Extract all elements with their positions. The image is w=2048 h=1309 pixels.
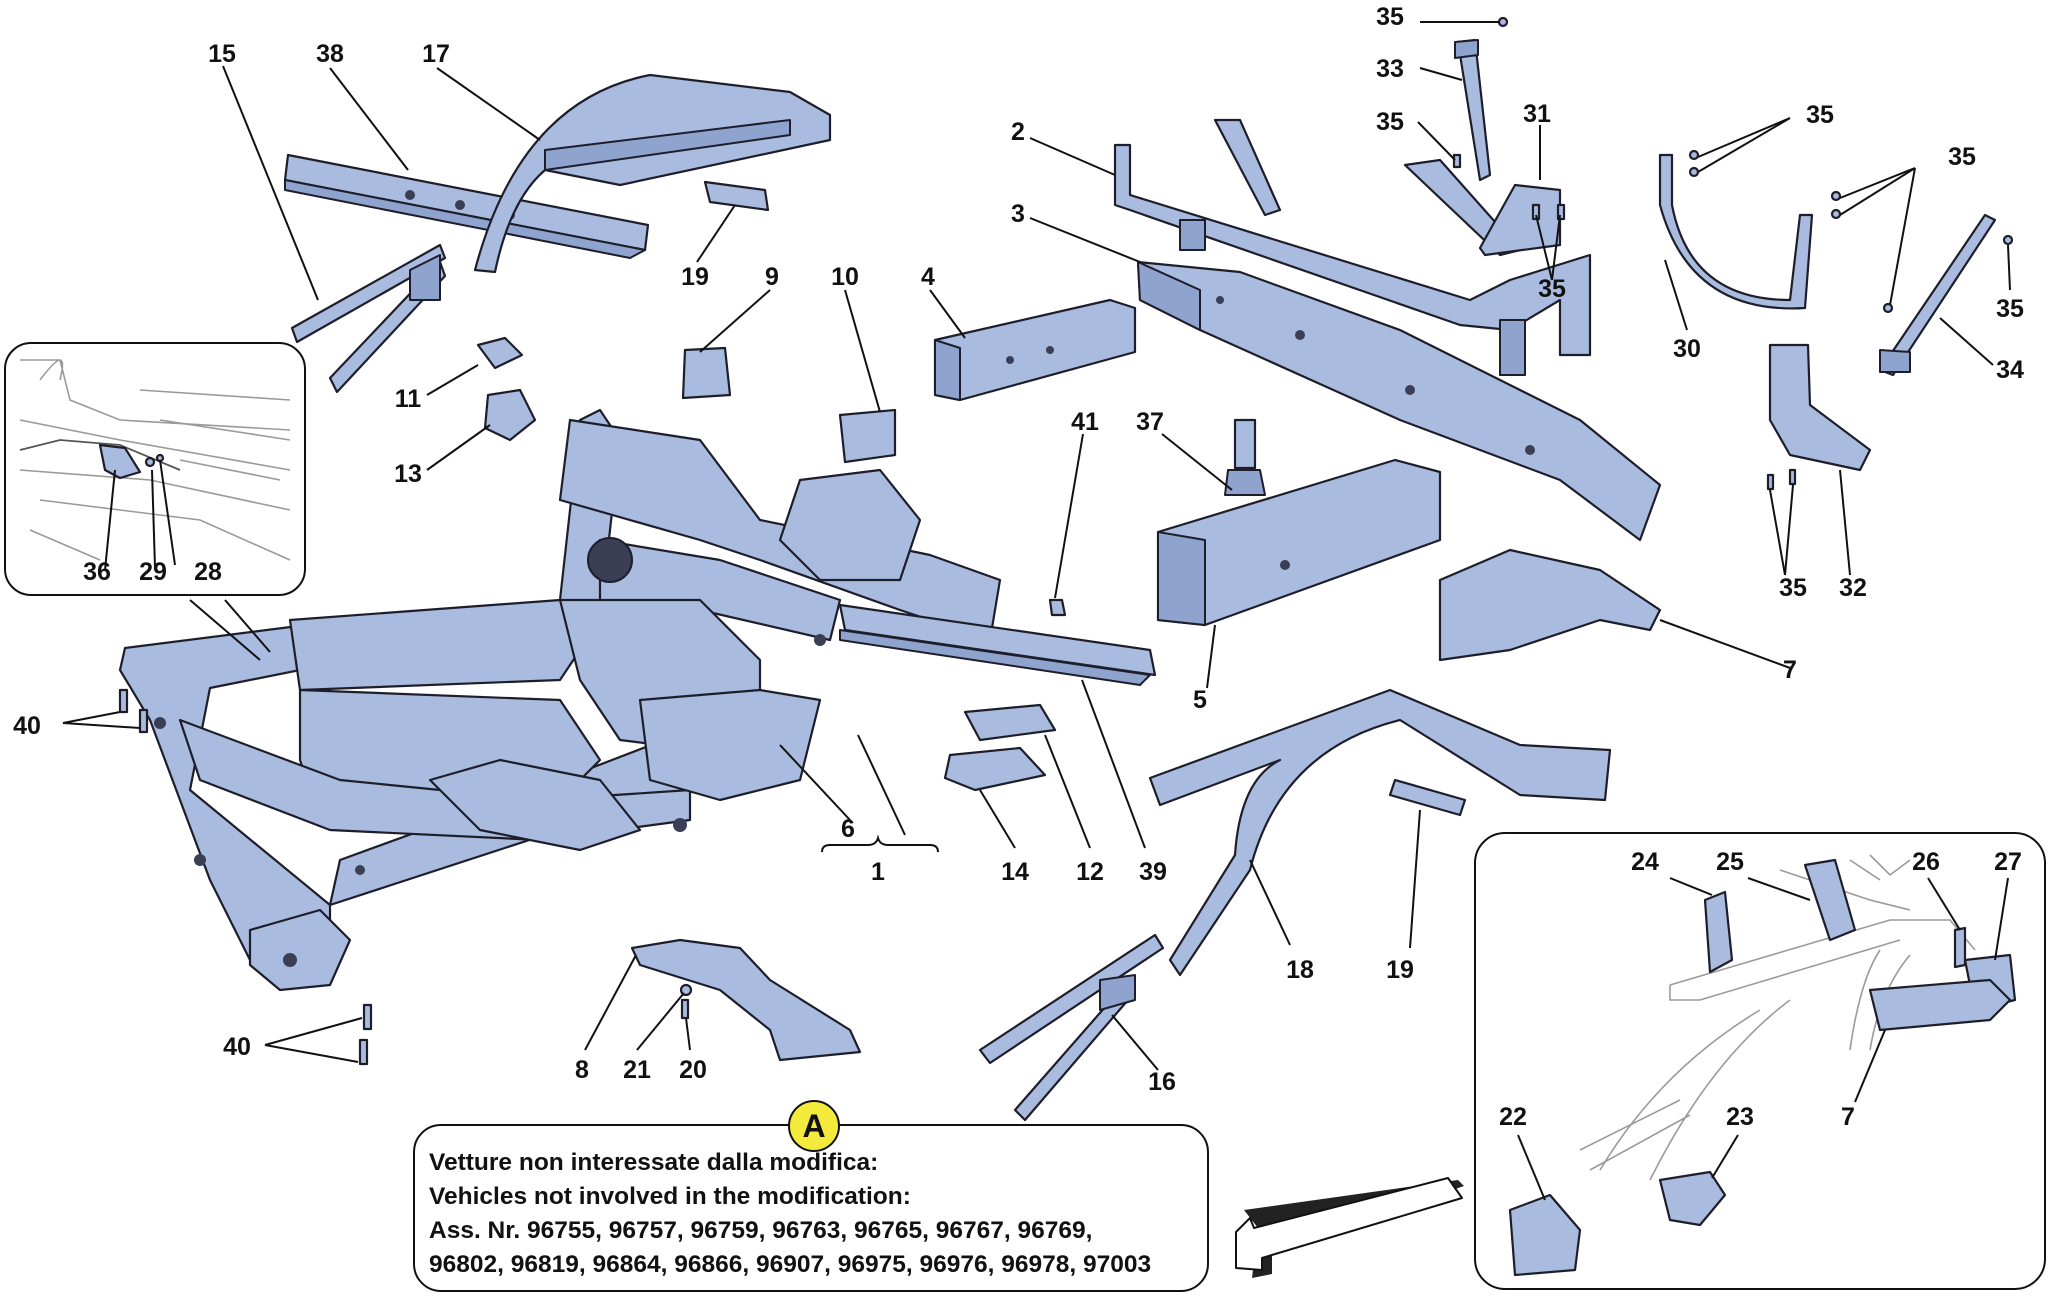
part-7-wedge-bracket (1438, 548, 1662, 662)
callout-22: 22 (1499, 1103, 1527, 1131)
callout-35-d: 35 (1806, 101, 1834, 129)
callout-35-f: 35 (1996, 295, 2024, 323)
callout-33: 33 (1376, 55, 1404, 83)
part-12-plate (963, 703, 1057, 742)
callout-8: 8 (575, 1056, 589, 1084)
part-30-loop-bracket (1658, 153, 1814, 310)
callout-38: 38 (316, 40, 344, 68)
callout-15: 15 (208, 40, 236, 68)
callout-40-lower: 40 (223, 1033, 251, 1061)
modification-note: Vetture non interessate dalla modifica: … (413, 1124, 1209, 1292)
part-37-fitting (1224, 418, 1266, 496)
part-20-21-fasteners (679, 983, 693, 1020)
inset-left-detail (4, 342, 306, 596)
callout-17: 17 (422, 40, 450, 68)
part-33-rod (1454, 38, 1492, 182)
note-assembly-numbers-2: 96802, 96819, 96864, 96866, 96907, 96975… (429, 1251, 1152, 1278)
leader-lines (62, 21, 2011, 1201)
variant-badge: A (788, 1100, 840, 1152)
note-line-italian: Vetture non interessate dalla modifica: (429, 1149, 879, 1176)
part-35-screws (1452, 16, 2014, 491)
callout-1: 1 (871, 858, 885, 886)
callout-21: 21 (623, 1056, 651, 1084)
callout-labels: 15 38 17 19 9 10 4 2 3 35 33 35 31 35 35… (13, 3, 2024, 1131)
front-direction-arrow-icon (1235, 1177, 1464, 1278)
part-13-clip (483, 388, 537, 442)
callout-41: 41 (1071, 408, 1099, 436)
callout-16: 16 (1148, 1068, 1176, 1096)
callout-27: 27 (1994, 848, 2022, 876)
part-3-long-beam (1136, 260, 1662, 542)
callout-40-upper: 40 (13, 712, 41, 740)
part-5-box-beam (1156, 458, 1442, 627)
callout-34: 34 (1996, 356, 2024, 384)
callout-2: 2 (1011, 118, 1025, 146)
callout-9: 9 (765, 263, 779, 291)
callout-39: 39 (1139, 858, 1167, 886)
callout-28: 28 (194, 558, 222, 586)
callout-3: 3 (1011, 200, 1025, 228)
callout-4: 4 (921, 263, 935, 291)
callout-32: 32 (1839, 574, 1867, 602)
part-41-clip (1048, 598, 1067, 617)
callout-36: 36 (83, 558, 111, 586)
part-8-lower-bracket (630, 938, 862, 1062)
callout-31: 31 (1523, 100, 1551, 128)
part-40-bolts (118, 688, 373, 1066)
part-11-clip (476, 336, 524, 370)
part-10-bracket (838, 408, 897, 464)
inset-right-detail (1474, 832, 2046, 1290)
callout-19-upper: 19 (681, 263, 709, 291)
callout-11: 11 (395, 385, 422, 413)
callout-35-a: 35 (1376, 3, 1404, 31)
callout-5: 5 (1193, 686, 1207, 714)
part-39-beam (838, 603, 1157, 686)
callout-10: 10 (831, 263, 859, 291)
callout-35-g: 35 (1779, 574, 1807, 602)
part-34-brace (1878, 213, 1997, 377)
callout-23: 23 (1726, 1103, 1754, 1131)
note-assembly-numbers-1: Ass. Nr. 96755, 96757, 96759, 96763, 967… (429, 1217, 1093, 1244)
part-18-front-frame (1148, 688, 1612, 977)
callout-7-upper: 7 (1783, 656, 1797, 684)
callout-25: 25 (1716, 848, 1744, 876)
part-31-bracket (1478, 183, 1562, 257)
callout-37: 37 (1136, 408, 1164, 436)
note-line-english: Vehicles not involved in the modificatio… (429, 1183, 911, 1210)
part-19-spacer-lower (1388, 778, 1467, 817)
callout-6: 6 (841, 815, 855, 843)
callout-35-c: 35 (1538, 275, 1566, 303)
callout-29: 29 (139, 558, 167, 586)
part-14-bracket (943, 746, 1047, 792)
part-16-diagonal-strut (978, 933, 1165, 1122)
callout-19-lower: 19 (1386, 956, 1414, 984)
part-17-rear-hoop (473, 73, 832, 274)
part-38-cross-beam (283, 153, 650, 259)
callout-13: 13 (394, 460, 422, 488)
callout-12: 12 (1076, 858, 1104, 886)
callout-18: 18 (1286, 956, 1314, 984)
callout-26: 26 (1912, 848, 1940, 876)
part-15-strut (290, 243, 447, 394)
callout-30: 30 (1673, 335, 1701, 363)
callout-14: 14 (1001, 858, 1029, 886)
callout-35-e: 35 (1948, 143, 1976, 171)
part-9-bracket (681, 346, 732, 400)
part-1-chassis-frame (118, 408, 1002, 992)
part-4-side-box (933, 298, 1137, 402)
callout-24: 24 (1631, 848, 1659, 876)
callout-35-b: 35 (1376, 108, 1404, 136)
part-19-spacer-upper (703, 180, 770, 212)
part-32-bracket (1768, 343, 1872, 472)
callout-20: 20 (679, 1056, 707, 1084)
callout-7-inset: 7 (1841, 1103, 1855, 1131)
